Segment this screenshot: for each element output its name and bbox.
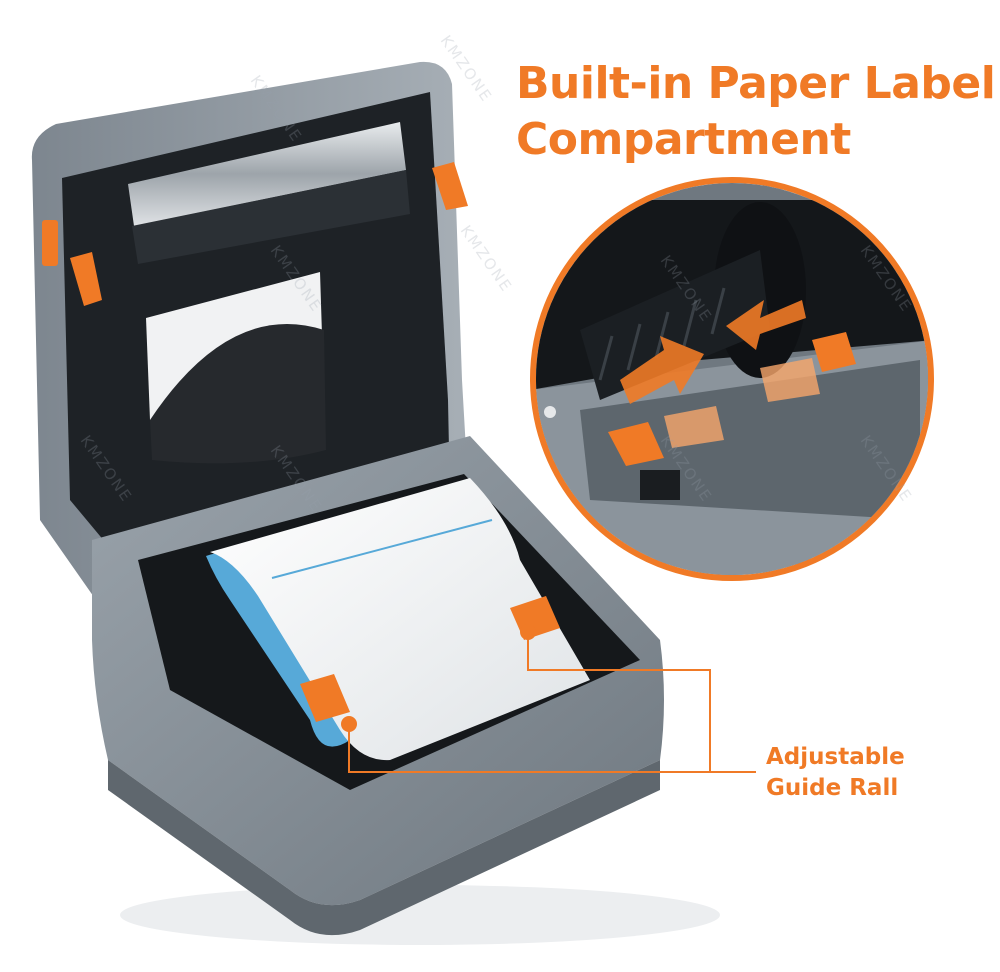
guide-rail-left (300, 674, 350, 722)
zoom-detail (536, 183, 928, 575)
guide-rail-callout: Adjustable Guide Rall (766, 742, 905, 804)
label-roll (210, 478, 590, 761)
headline: Built-in Paper Label Compartment (516, 56, 996, 168)
lid-latch-right (432, 162, 468, 210)
callout-line-1: Adjustable (766, 744, 905, 770)
lid-window-shadow (150, 324, 326, 464)
lid-latch-left (70, 252, 102, 306)
arrow-left (726, 300, 806, 350)
arrow-right (620, 336, 704, 404)
base-front-face (108, 760, 660, 936)
callout-line-2: Guide Rall (766, 775, 899, 801)
print-head (128, 122, 406, 226)
label-edge-line (271, 519, 493, 579)
headline-line-2: Compartment (516, 114, 851, 165)
headline-line-1: Built-in Paper Label (516, 58, 996, 109)
lid-tab-left (42, 220, 58, 266)
callout-leader-right (527, 632, 756, 773)
print-head-shadow (132, 170, 410, 264)
svg-text:KMZONE: KMZONE (457, 222, 516, 296)
callout-leader-left (348, 724, 710, 773)
